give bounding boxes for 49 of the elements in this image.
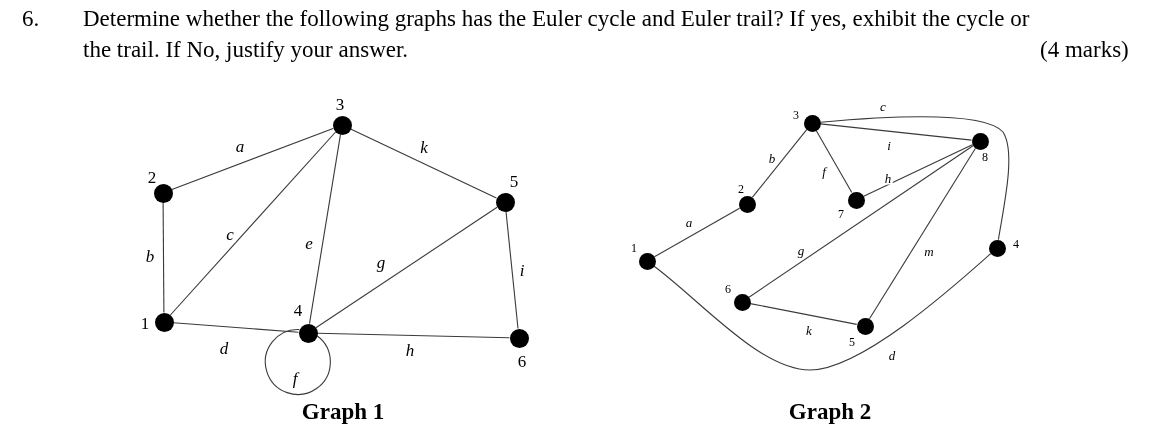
- vertex-number: 1: [631, 242, 637, 254]
- edge-line: [171, 127, 334, 191]
- edge-label: k: [805, 323, 813, 337]
- edge-line: [815, 129, 853, 194]
- edge-label: f: [291, 369, 299, 387]
- edge-line: [505, 210, 519, 330]
- question-number: 6.: [22, 5, 40, 33]
- vertex-number: 4: [1013, 238, 1019, 250]
- edge-line: [751, 129, 808, 198]
- edge-line: [653, 207, 741, 258]
- graph-caption: Graph 2: [788, 399, 872, 423]
- edge-label: b: [767, 151, 777, 165]
- edge-label: h: [404, 341, 416, 359]
- edge-line: [749, 303, 858, 325]
- vertex-number: 6: [517, 352, 527, 370]
- vertex-number: 4: [293, 301, 303, 319]
- edge-line: [748, 145, 974, 298]
- edge-line: [315, 206, 498, 329]
- marks-label: (4 marks): [1040, 36, 1129, 64]
- edge-line: [172, 322, 300, 333]
- vertex-number: 7: [838, 208, 844, 220]
- edge-line: [653, 253, 992, 371]
- edge-line: [819, 123, 973, 141]
- vertex-number: 3: [335, 95, 345, 113]
- vertex-number: 5: [509, 172, 519, 190]
- vertex-number: 5: [849, 336, 855, 348]
- loop-edge: [264, 328, 331, 395]
- edge-line: [863, 144, 973, 197]
- edge-line: [316, 332, 511, 339]
- edge-line: [162, 201, 165, 314]
- edge-label: h: [883, 171, 893, 185]
- question-text: Determine whether the following graphs has the Euler cycle and Euler trail? If yes, exhibit the cycle or the trail. If No, justify your answer.: [83, 5, 1031, 64]
- vertex-number: 2: [738, 183, 744, 195]
- vertex-number: 2: [147, 168, 157, 186]
- edge-line: [819, 116, 1010, 241]
- edge-label: k: [419, 138, 429, 156]
- edge-line: [308, 133, 342, 325]
- edge-line: [868, 147, 977, 320]
- edge-label: d: [218, 339, 230, 357]
- graph-caption: Graph 1: [301, 399, 385, 423]
- vertex-number: 1: [140, 314, 150, 332]
- edge-label: f: [821, 164, 827, 178]
- edge-line: [350, 128, 497, 199]
- vertex-number: 6: [725, 283, 731, 295]
- vertex-number: 3: [793, 109, 799, 121]
- edge-label: d: [887, 348, 897, 362]
- edge-line: [169, 131, 337, 316]
- vertex-number: 8: [982, 151, 988, 163]
- edge-label: b: [144, 247, 156, 265]
